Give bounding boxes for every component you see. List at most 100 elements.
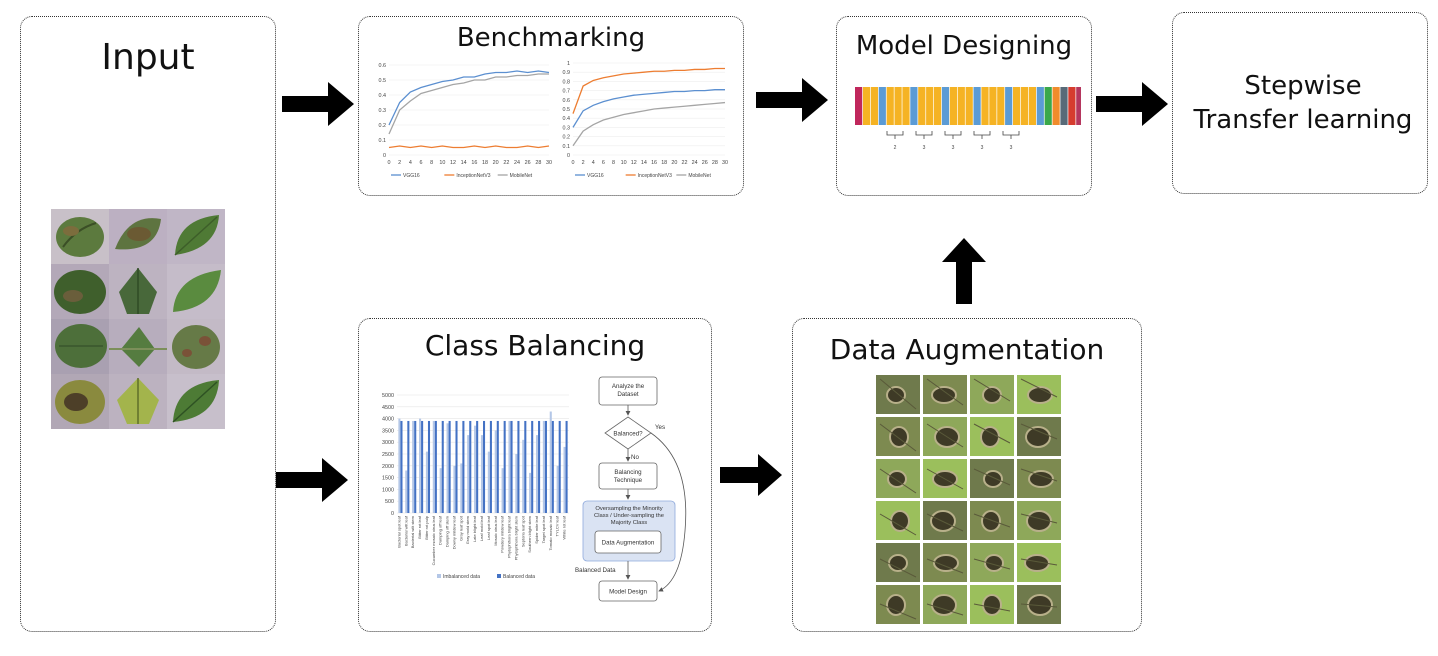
x-tick-label: 6 bbox=[420, 160, 423, 166]
x-tick-label: 0 bbox=[388, 160, 391, 166]
x-tick-label: 22 bbox=[503, 160, 509, 166]
legend-label: VGG16 bbox=[403, 173, 420, 179]
class-balancing-title: Class Balancing bbox=[424, 329, 646, 362]
lesion-spot bbox=[1020, 510, 1058, 532]
x-tick-label: 20 bbox=[671, 160, 677, 166]
y-tick-label: 0.3 bbox=[379, 108, 387, 114]
bar-balanced bbox=[434, 420, 437, 513]
legend-swatch bbox=[437, 574, 441, 578]
x-tick-label: 12 bbox=[450, 160, 456, 166]
lesion-spot bbox=[879, 378, 917, 410]
x-category-label: Bitter rot leaf bbox=[417, 515, 422, 539]
layer-group-bracket bbox=[1002, 131, 1020, 136]
augmented-image bbox=[970, 417, 1014, 456]
bar-imbalanced bbox=[535, 435, 539, 513]
y-tick-label: 0.2 bbox=[563, 135, 571, 141]
bar-balanced bbox=[524, 420, 527, 513]
y-tick-label: 0 bbox=[383, 153, 386, 159]
layer-group-bracket bbox=[944, 131, 962, 136]
right-arrow-icon bbox=[282, 82, 354, 126]
bar-balanced bbox=[469, 420, 472, 513]
flow-balanced-label: Balanced? bbox=[613, 431, 643, 438]
x-tick-label: 14 bbox=[461, 160, 467, 166]
lesion-spot bbox=[1020, 468, 1058, 488]
augmented-image bbox=[923, 417, 967, 456]
bar-imbalanced bbox=[529, 472, 532, 513]
y-tick-label: 0.8 bbox=[563, 79, 571, 85]
bar-imbalanced bbox=[549, 411, 552, 513]
model-layer-block bbox=[1060, 87, 1068, 125]
lesion-spot bbox=[973, 378, 1011, 404]
flow-augmentation-node bbox=[594, 530, 662, 554]
y-tick-label: 0.1 bbox=[563, 144, 571, 150]
augmented-image bbox=[970, 585, 1014, 624]
flow-yes-label: Yes bbox=[655, 424, 665, 431]
bar-balanced bbox=[462, 420, 465, 513]
bar-balanced bbox=[421, 420, 424, 513]
flow-balanced-data-label: Balanced Data bbox=[575, 567, 616, 574]
augmented-image bbox=[1017, 375, 1061, 414]
augmented-image bbox=[876, 459, 920, 498]
y-tick-label: 0.7 bbox=[563, 89, 571, 95]
y-tick-label: 0.5 bbox=[379, 78, 387, 84]
augmented-image bbox=[970, 375, 1014, 414]
x-tick-label: 24 bbox=[692, 160, 698, 166]
bar-imbalanced bbox=[446, 423, 449, 513]
augmented-image bbox=[1017, 459, 1061, 498]
model-layer-block bbox=[1013, 87, 1021, 125]
stepwise-panel: Stepwise Transfer learning bbox=[1172, 12, 1428, 194]
leaf-image bbox=[51, 319, 109, 374]
legend-swatch bbox=[497, 574, 501, 578]
bar-balanced bbox=[476, 420, 479, 513]
bar-imbalanced bbox=[494, 430, 497, 513]
y-tick-label: 3500 bbox=[382, 428, 394, 434]
augmented-image bbox=[876, 585, 920, 624]
x-category-label: Phytophthora blight stem bbox=[513, 515, 518, 560]
x-category-label: Bacterial spot leaf bbox=[396, 515, 401, 548]
lesion-spot bbox=[926, 554, 964, 574]
model-layer-block bbox=[870, 87, 878, 125]
x-tick-label: 30 bbox=[722, 160, 728, 166]
x-tick-label: 28 bbox=[535, 160, 541, 166]
bar-imbalanced bbox=[453, 465, 456, 513]
lesion-spot bbox=[879, 510, 917, 536]
augmented-image bbox=[923, 375, 967, 414]
input-panel: Input bbox=[20, 16, 276, 632]
bar-balanced bbox=[565, 420, 568, 513]
augmented-image bbox=[876, 501, 920, 540]
y-tick-label: 0.3 bbox=[563, 125, 571, 131]
x-category-label: Gray leaf spot bbox=[458, 515, 463, 541]
x-category-label: Leaf spot leaf bbox=[486, 515, 491, 540]
leaf-image bbox=[167, 264, 225, 319]
bar-balanced bbox=[455, 420, 458, 513]
y-tick-label: 1 bbox=[567, 61, 570, 67]
model-designing-title: Model Designing bbox=[855, 31, 1073, 61]
model-layer-block bbox=[926, 87, 934, 125]
x-tick-label: 10 bbox=[621, 160, 627, 166]
x-tick-label: 8 bbox=[612, 160, 615, 166]
leaf-image bbox=[51, 209, 109, 264]
lesion-spot bbox=[973, 423, 1011, 448]
x-category-label: Phytophthora blight leaf bbox=[507, 515, 512, 558]
x-category-label: White rot leaf bbox=[562, 515, 567, 539]
bar-balanced bbox=[503, 420, 506, 513]
legend-label: VGG16 bbox=[587, 173, 604, 179]
x-tick-label: 8 bbox=[430, 160, 433, 166]
lesion-spot bbox=[973, 554, 1011, 572]
y-tick-label: 0.9 bbox=[563, 70, 571, 76]
right-arrow-icon bbox=[756, 78, 828, 122]
lesion-spot bbox=[973, 594, 1011, 616]
y-tick-label: 1500 bbox=[382, 476, 394, 482]
lesion-spot bbox=[879, 423, 917, 452]
model-layer-block bbox=[1052, 87, 1060, 125]
x-tick-label: 26 bbox=[702, 160, 708, 166]
y-tick-label: 4000 bbox=[382, 417, 394, 423]
up-arrow-icon bbox=[942, 238, 986, 304]
